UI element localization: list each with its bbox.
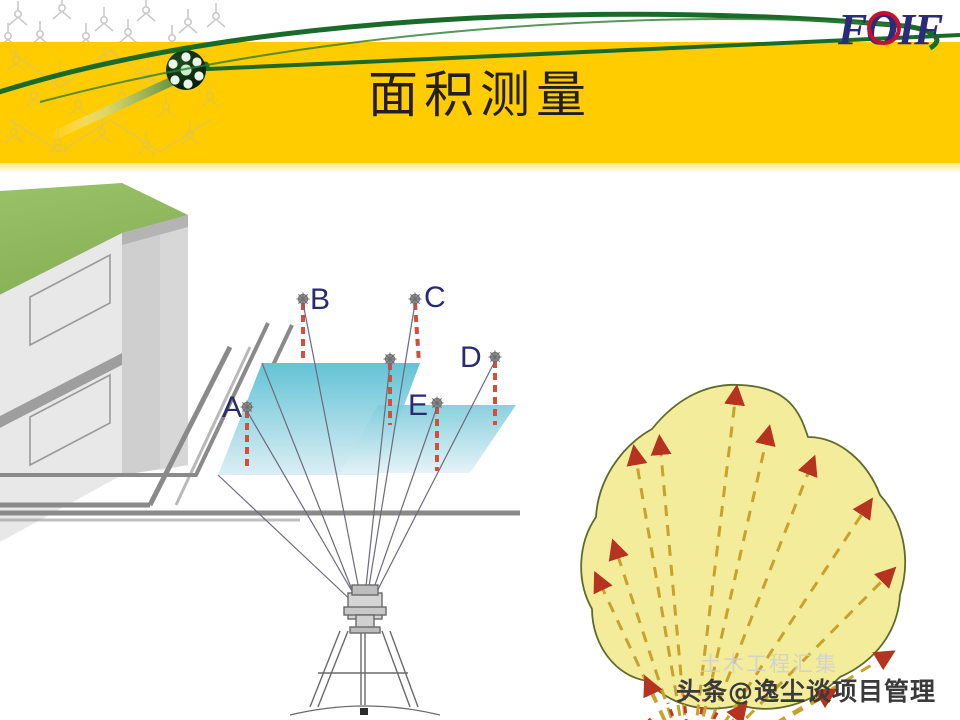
diagram-area: A B C D [0, 175, 960, 720]
building-front-upper [0, 233, 122, 417]
building-front-lower [0, 365, 122, 543]
building-window-lower [29, 373, 111, 467]
prism-circle-icon [166, 50, 206, 90]
point-label-e: E [408, 389, 428, 422]
pole-d: D [460, 341, 503, 425]
ray-2 [608, 538, 674, 720]
building-window-upper [29, 253, 111, 347]
logo-letter-f2: F [913, 5, 943, 54]
ray-fan-dashes [644, 694, 722, 720]
ray-4 [650, 434, 687, 720]
header-band-fade [0, 163, 960, 173]
sight-lines [217, 302, 496, 606]
ray-7 [709, 454, 818, 720]
radial-rays [593, 384, 897, 720]
point-label-c: C [424, 281, 446, 314]
total-station-left [289, 584, 441, 716]
ray-5 [695, 384, 745, 720]
measurement-planes [218, 363, 516, 475]
point-label-d: D [460, 341, 482, 374]
building-roof-edge [122, 215, 188, 245]
pole-e: E [408, 389, 445, 471]
header-yellow-band [0, 42, 960, 165]
main-watermark: 头条@逸尘谈项目管理 [676, 677, 937, 706]
pole-c: C [407, 281, 446, 364]
building-3d [0, 183, 188, 543]
page-title: 面积测量 [368, 66, 592, 124]
survey-poles: A B C D [222, 281, 503, 471]
pole-inner [382, 351, 398, 425]
pole-b: B [295, 283, 330, 363]
slide-header: F O I F 面积测量 [0, 0, 960, 175]
logo-letter-i: I [897, 5, 917, 54]
building-roof [0, 183, 188, 299]
logo-o-circle-icon [867, 11, 901, 45]
ray-13 [643, 674, 667, 720]
building-floor-divider [0, 353, 122, 429]
logo-letter-f1: F [837, 5, 867, 54]
road-lines [0, 345, 300, 522]
diagram-graphics: A B C D [0, 183, 907, 720]
ray-8 [724, 497, 873, 720]
green-tail-extension [185, 33, 960, 72]
header-graphics: F O I F [0, 0, 960, 156]
header-swoosh-inner [39, 18, 906, 103]
header-swoosh [0, 11, 940, 95]
building-side-highlight [160, 215, 188, 471]
header-pattern-white [0, 0, 226, 42]
pole-a: A [222, 391, 255, 467]
point-label-a: A [222, 391, 242, 424]
ray-9 [742, 566, 897, 720]
faint-watermark: 土木工程汇集 [700, 652, 838, 676]
point-label-b: B [310, 283, 330, 316]
ray-3 [626, 444, 683, 720]
foif-logo[interactable]: F O I F [837, 5, 943, 54]
